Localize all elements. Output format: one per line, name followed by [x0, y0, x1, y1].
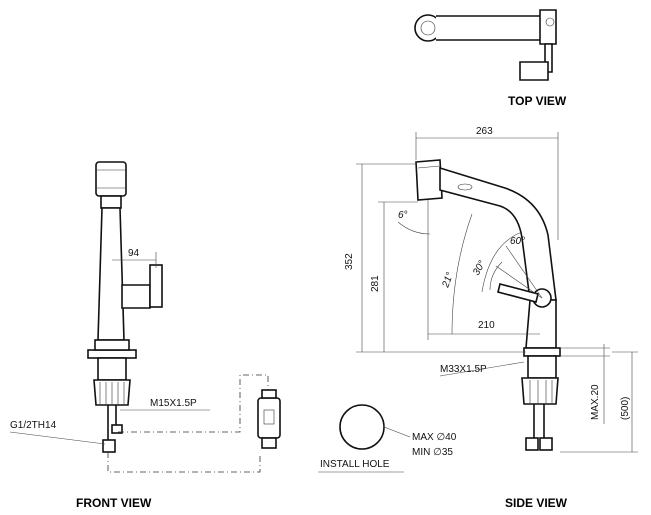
top-view: TOP VIEW: [414, 9, 567, 108]
front-supply-fitting: [102, 439, 116, 453]
front-hose-return: [107, 452, 261, 473]
m33-label: M33X1.5P: [440, 364, 487, 375]
side-spray-head: [415, 159, 443, 201]
install-hole-min: MIN ∅35: [412, 447, 453, 458]
side-nut: [521, 377, 559, 405]
install-hole-max: MAX ∅40: [412, 432, 457, 443]
dim-500-label: (500): [620, 397, 631, 420]
m15-label: M15X1.5P: [150, 398, 197, 409]
side-view: 263 352 281 210 6° 21° 60° 30° M33X1.5P: [344, 126, 638, 510]
front-hose-route: [118, 374, 269, 433]
angle-60-label: 60°: [510, 236, 525, 247]
angle-21-label: 21°: [440, 271, 456, 290]
top-body-block: [539, 9, 557, 45]
dim-210-label: 210: [478, 320, 495, 331]
front-weight-cap: [261, 437, 277, 449]
install-hole-label: INSTALL HOLE: [320, 459, 390, 470]
front-base-ring: [94, 339, 130, 351]
install-hole-leader: [383, 426, 411, 438]
dim-max20-label: MAX.20: [590, 384, 601, 420]
angle-21-arc: [451, 213, 473, 335]
angle-30-ray: [495, 265, 543, 299]
front-weight-window: [263, 409, 275, 425]
side-supply-fitting: [539, 437, 553, 451]
angle-6-label: 6°: [398, 210, 408, 221]
front-hose-weight: [257, 397, 281, 439]
angle-30-label: 30°: [471, 259, 488, 278]
side-supply-fitting: [525, 437, 539, 451]
front-base-plate: [87, 349, 137, 359]
angle-60-arc: [481, 231, 523, 293]
angle-30-arc: [489, 261, 503, 291]
top-cap-circle: [545, 17, 555, 27]
front-body: [97, 207, 125, 341]
front-handle-boss: [121, 284, 151, 309]
m33-leader: [439, 361, 525, 377]
side-spout-arm: [439, 166, 557, 301]
front-view: 94 M15X1.5P G1/2TH14 FRONT VIEW: [9, 161, 281, 510]
dim-94-label: 94: [128, 248, 140, 259]
side-shank: [527, 355, 557, 379]
angle-60-ray: [505, 245, 543, 299]
dim-263-label: 263: [476, 126, 493, 137]
top-spout-body: [436, 15, 549, 41]
g12-label: G1/2TH14: [10, 420, 57, 431]
side-spout-slot: [457, 183, 473, 191]
g12-leader: [9, 431, 106, 445]
front-view-title: FRONT VIEW: [76, 496, 152, 510]
dim-281-label: 281: [370, 275, 381, 292]
front-weight-cap: [261, 389, 277, 399]
front-hose-fitting: [111, 424, 123, 434]
top-view-title: TOP VIEW: [508, 94, 567, 108]
side-lever: [497, 283, 539, 303]
angle-6-arc: [397, 221, 431, 235]
top-lever: [519, 61, 549, 81]
side-view-title: SIDE VIEW: [505, 496, 568, 510]
dim-352-label: 352: [344, 253, 355, 270]
front-shank: [97, 357, 127, 381]
front-spray-head: [95, 161, 127, 197]
side-head-line: [417, 165, 441, 169]
top-spout-head-inner: [420, 20, 436, 36]
front-lever: [149, 264, 163, 308]
front-head-collar: [100, 195, 122, 209]
side-base: [523, 347, 561, 357]
install-hole: MAX ∅40 MIN ∅35 INSTALL HOLE: [318, 404, 457, 473]
install-hole-circle: [339, 404, 385, 450]
